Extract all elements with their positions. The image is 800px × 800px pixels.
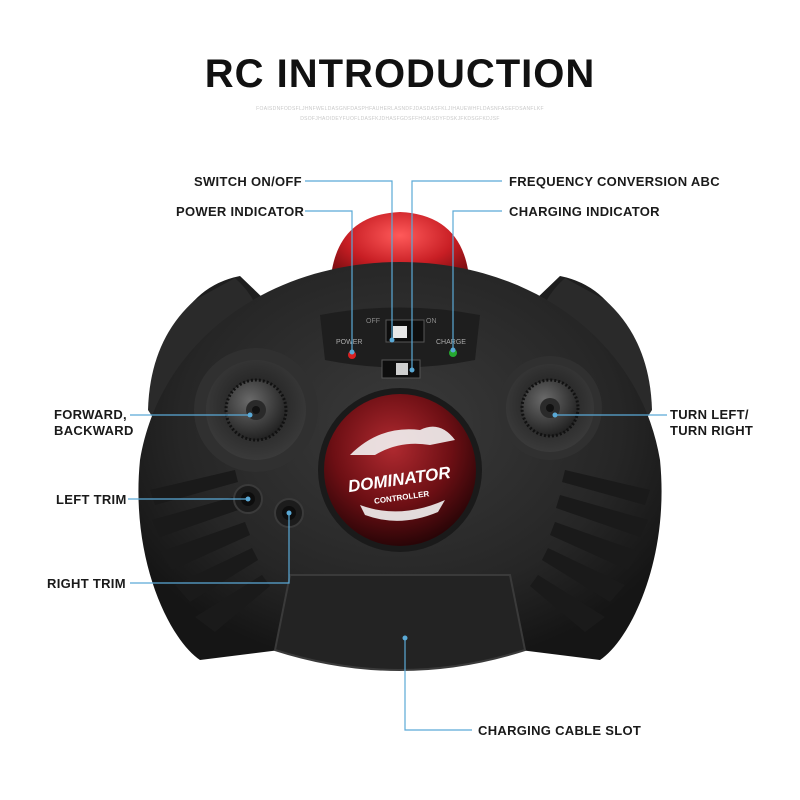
- switch-leader: [305, 180, 393, 340]
- cable-leader: [404, 638, 472, 731]
- right-trim-leader: [130, 513, 290, 584]
- page-title: RC INTRODUCTION: [204, 52, 596, 96]
- leader-lines: [128, 180, 667, 731]
- right-joystick[interactable]: [498, 356, 602, 460]
- label-forward-line2: BACKWARD: [54, 423, 134, 438]
- label-forward-line1: FORWARD,: [54, 407, 127, 422]
- charging-leader: [452, 210, 502, 350]
- label-right-trim: RIGHT TRIM: [47, 576, 126, 591]
- label-left-trim: LEFT TRIM: [56, 492, 127, 507]
- panel-on-text: ON: [426, 318, 437, 325]
- power-leader: [305, 210, 353, 352]
- frequency-leader: [411, 180, 502, 370]
- panel-power-text: POWER: [336, 339, 362, 346]
- left-joystick[interactable]: [194, 348, 318, 472]
- panel-off-text: OFF: [366, 318, 380, 325]
- label-charging-indicator: CHARGING INDICATOR: [509, 204, 660, 219]
- leader-dots: [245, 337, 558, 641]
- flame-bottom-icon: [360, 500, 445, 521]
- subtitle-line-2: DSOFJHAOIDEYFUOFLDASFKJDHASFGDSFFHOAISDY…: [300, 116, 500, 122]
- label-cable-slot: CHARGING CABLE SLOT: [478, 723, 642, 738]
- center-emblem: DOMINATOR CONTROLLER: [318, 388, 482, 552]
- label-turn-line1: TURN LEFT/: [670, 407, 749, 422]
- label-power-indicator: POWER INDICATOR: [176, 204, 305, 219]
- flame-top-icon: [350, 426, 455, 455]
- label-turn-line2: TURN RIGHT: [670, 423, 754, 438]
- label-switch: SWITCH ON/OFF: [194, 174, 302, 189]
- top-panel: OFF ON POWER CHARGE: [320, 307, 480, 379]
- label-turn: TURN LEFT/ TURN RIGHT: [670, 407, 753, 439]
- label-frequency: FREQUENCY CONVERSION ABC: [509, 174, 720, 189]
- label-forward-backward: FORWARD, BACKWARD: [54, 407, 134, 439]
- subtitle-line-1: FOAISDNFODSFLJHNFWELDASGNFDASPHFAUHERLAS…: [256, 106, 544, 112]
- panel-charge-text: CHARGE: [436, 339, 466, 346]
